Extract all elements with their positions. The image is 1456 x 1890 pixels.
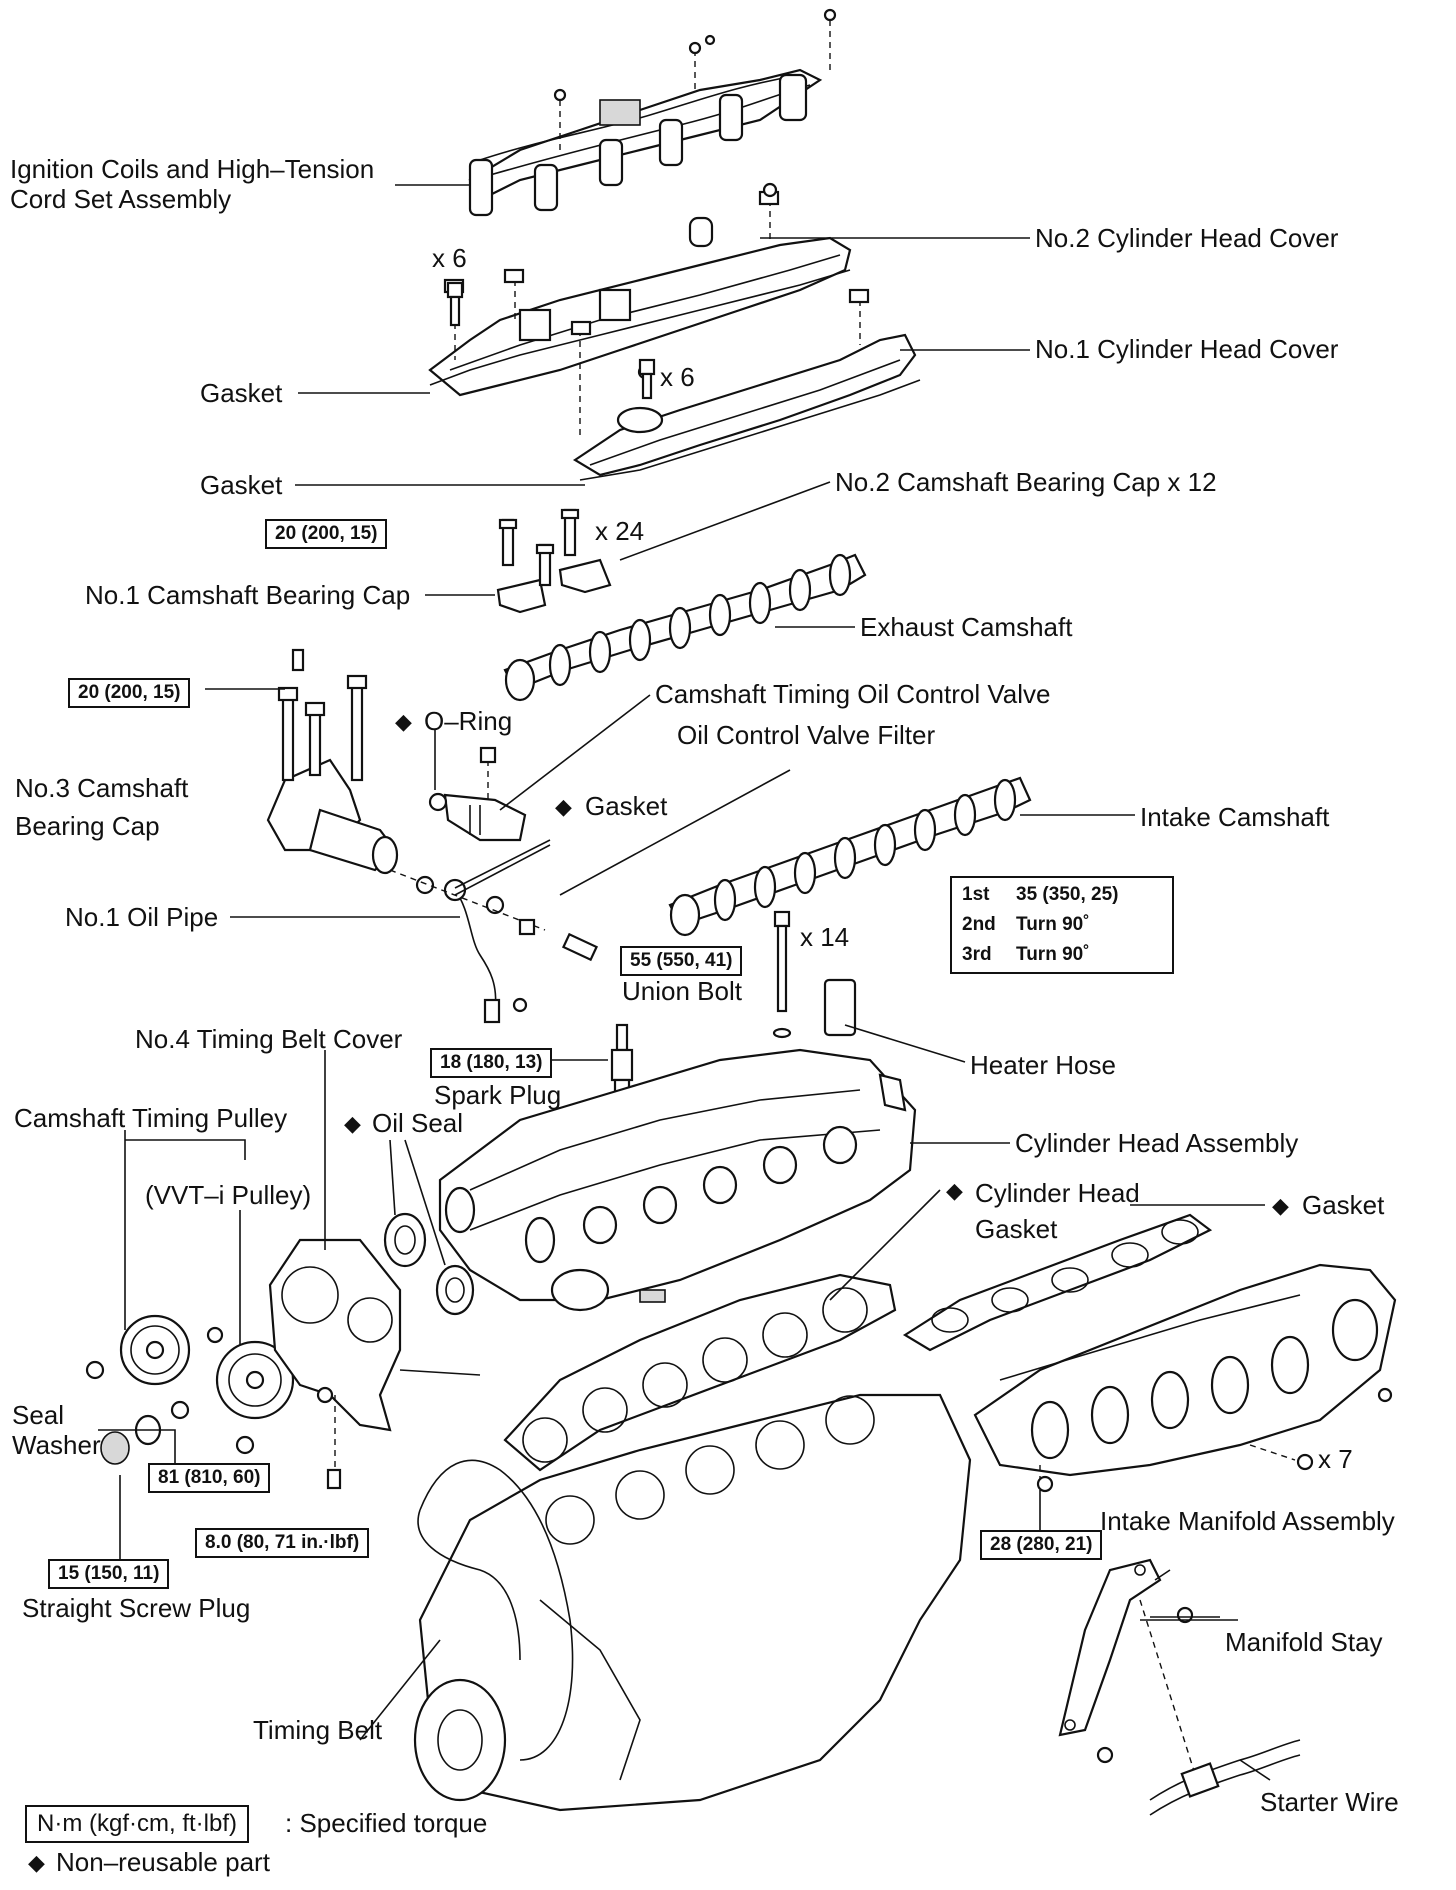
label-no1-head-cover: No.1 Cylinder Head Cover (1035, 334, 1339, 364)
label-no3-cam-cap: No.3 Camshaft Bearing Cap (15, 773, 189, 841)
label-no2-cam-cap: No.2 Camshaft Bearing Cap x 12 (835, 467, 1217, 497)
label-cyl-head-gasket: Cylinder Head Gasket (975, 1178, 1140, 1244)
label-gasket-ocv: Gasket (585, 791, 668, 821)
label-no2-head-cover: No.2 Cylinder Head Cover (1035, 223, 1339, 253)
label-timing-belt: Timing Belt (253, 1715, 383, 1745)
exhaust-camshaft-shape (503, 553, 867, 702)
no4-timing-cover-shape (268, 1238, 481, 1490)
label-no1-oil-pipe: No.1 Oil Pipe (65, 902, 219, 932)
torque-screw-plug: 15 (150, 11) (48, 1559, 170, 1589)
label-cyl-head-assembly: Cylinder Head Assembly (1015, 1128, 1299, 1158)
label-ocv: Camshaft Timing Oil Control Valve (655, 679, 1051, 709)
intake-gasket-shape (902, 1213, 1213, 1352)
nonreusable-icon-oil-seal: ◆ (344, 1111, 361, 1136)
legend-torque-units: N·m (kgf·cm, ft·lbf) (25, 1805, 249, 1843)
timing-belt-shape (417, 1459, 574, 1761)
qty-cam-cap-bolts: x 24 (595, 516, 645, 546)
qty-head-bolts: x 14 (800, 922, 850, 952)
label-oil-seal: Oil Seal (372, 1108, 464, 1138)
nonreusable-icon-head-gasket: ◆ (946, 1178, 963, 1203)
spark-plug-shape (610, 1023, 634, 1100)
label-exhaust-camshaft: Exhaust Camshaft (860, 612, 1073, 642)
label-starter-wire: Starter Wire (1260, 1787, 1399, 1817)
no3-cap-shape (266, 648, 399, 875)
intake-manifold-shape (973, 1263, 1397, 1493)
qty-cover-bolts-a: x 6 (432, 243, 467, 273)
label-gasket-lower: Gasket (200, 470, 283, 500)
legend-nonreusable-icon: ◆ (28, 1850, 45, 1875)
label-ignition-coils: Ignition Coils and High–Tension Cord Set… (10, 154, 375, 214)
torque-cam-cap: 20 (200, 15) (265, 519, 388, 549)
label-straight-screw-plug: Straight Screw Plug (22, 1593, 251, 1623)
label-cam-timing-pulley: Camshaft Timing Pulley (14, 1103, 288, 1133)
label-gasket-upper: Gasket (200, 378, 283, 408)
label-heater-hose: Heater Hose (970, 1050, 1116, 1080)
label-oring: O–Ring (424, 706, 513, 736)
head-gasket-shape (503, 1273, 897, 1472)
timing-pulleys-shape (85, 1314, 295, 1465)
head-bolt-shape (772, 910, 857, 1039)
label-spark-plug: Spark Plug (434, 1080, 562, 1110)
label-manifold-stay: Manifold Stay (1225, 1627, 1383, 1657)
engine-block-shape (413, 1393, 972, 1812)
torque-union-bolt: 55 (550, 41) (620, 946, 743, 976)
cover-gaskets (429, 269, 921, 481)
ocv-shape (428, 746, 527, 842)
leader-lines (98, 184, 1271, 1781)
cover-bolts (446, 281, 656, 400)
torque-no3-cap: 20 (200, 15) (68, 678, 191, 708)
ignition-coil-harness (468, 8, 837, 217)
torque-timing-cover: 8.0 (80, 71 in.·lbf) (195, 1528, 370, 1558)
label-intake-camshaft: Intake Camshaft (1140, 802, 1330, 832)
intake-camshaft-shape (668, 776, 1032, 937)
torque-spark-plug: 18 (180, 13) (430, 1048, 553, 1078)
no2-head-cover-shape (428, 182, 852, 397)
label-ocv-filter: Oil Control Valve Filter (677, 720, 936, 750)
oil-seals-shape (383, 1139, 475, 1316)
label-no4-timing-cover: No.4 Timing Belt Cover (135, 1024, 403, 1054)
label-no1-cam-cap: No.1 Camshaft Bearing Cap (85, 580, 411, 610)
qty-cover-bolts-b: x 6 (660, 362, 695, 392)
nonreusable-icon-gasket-ocv: ◆ (555, 794, 572, 819)
nonreusable-icon-oring: ◆ (395, 709, 412, 734)
torque-manifold: 28 (280, 21) (980, 1530, 1103, 1560)
cylinder-head-shape (438, 1048, 917, 1312)
manifold-stay-shape (1058, 1558, 1201, 1791)
legend-torque-desc: : Specified torque (285, 1808, 488, 1838)
qty-manifold-bolts: x 7 (1318, 1444, 1353, 1474)
label-intake-manifold: Intake Manifold Assembly (1100, 1506, 1395, 1536)
starter-wire-shape (1149, 1739, 1301, 1816)
label-vvti-pulley: (VVT–i Pulley) (145, 1180, 312, 1210)
label-gasket-intake: Gasket (1302, 1190, 1385, 1220)
torque-cam-pulley: 81 (810, 60) (148, 1463, 271, 1493)
nonreusable-icon-gasket-intake: ◆ (1272, 1193, 1289, 1218)
label-union-bolt: Union Bolt (622, 976, 742, 1006)
label-seal-washer: Seal Washer (12, 1400, 101, 1460)
legend-nonreusable-desc: Non–reusable part (56, 1847, 270, 1877)
camshaft-bearing-caps (496, 508, 612, 614)
oil-pipe-shape (389, 869, 599, 1024)
